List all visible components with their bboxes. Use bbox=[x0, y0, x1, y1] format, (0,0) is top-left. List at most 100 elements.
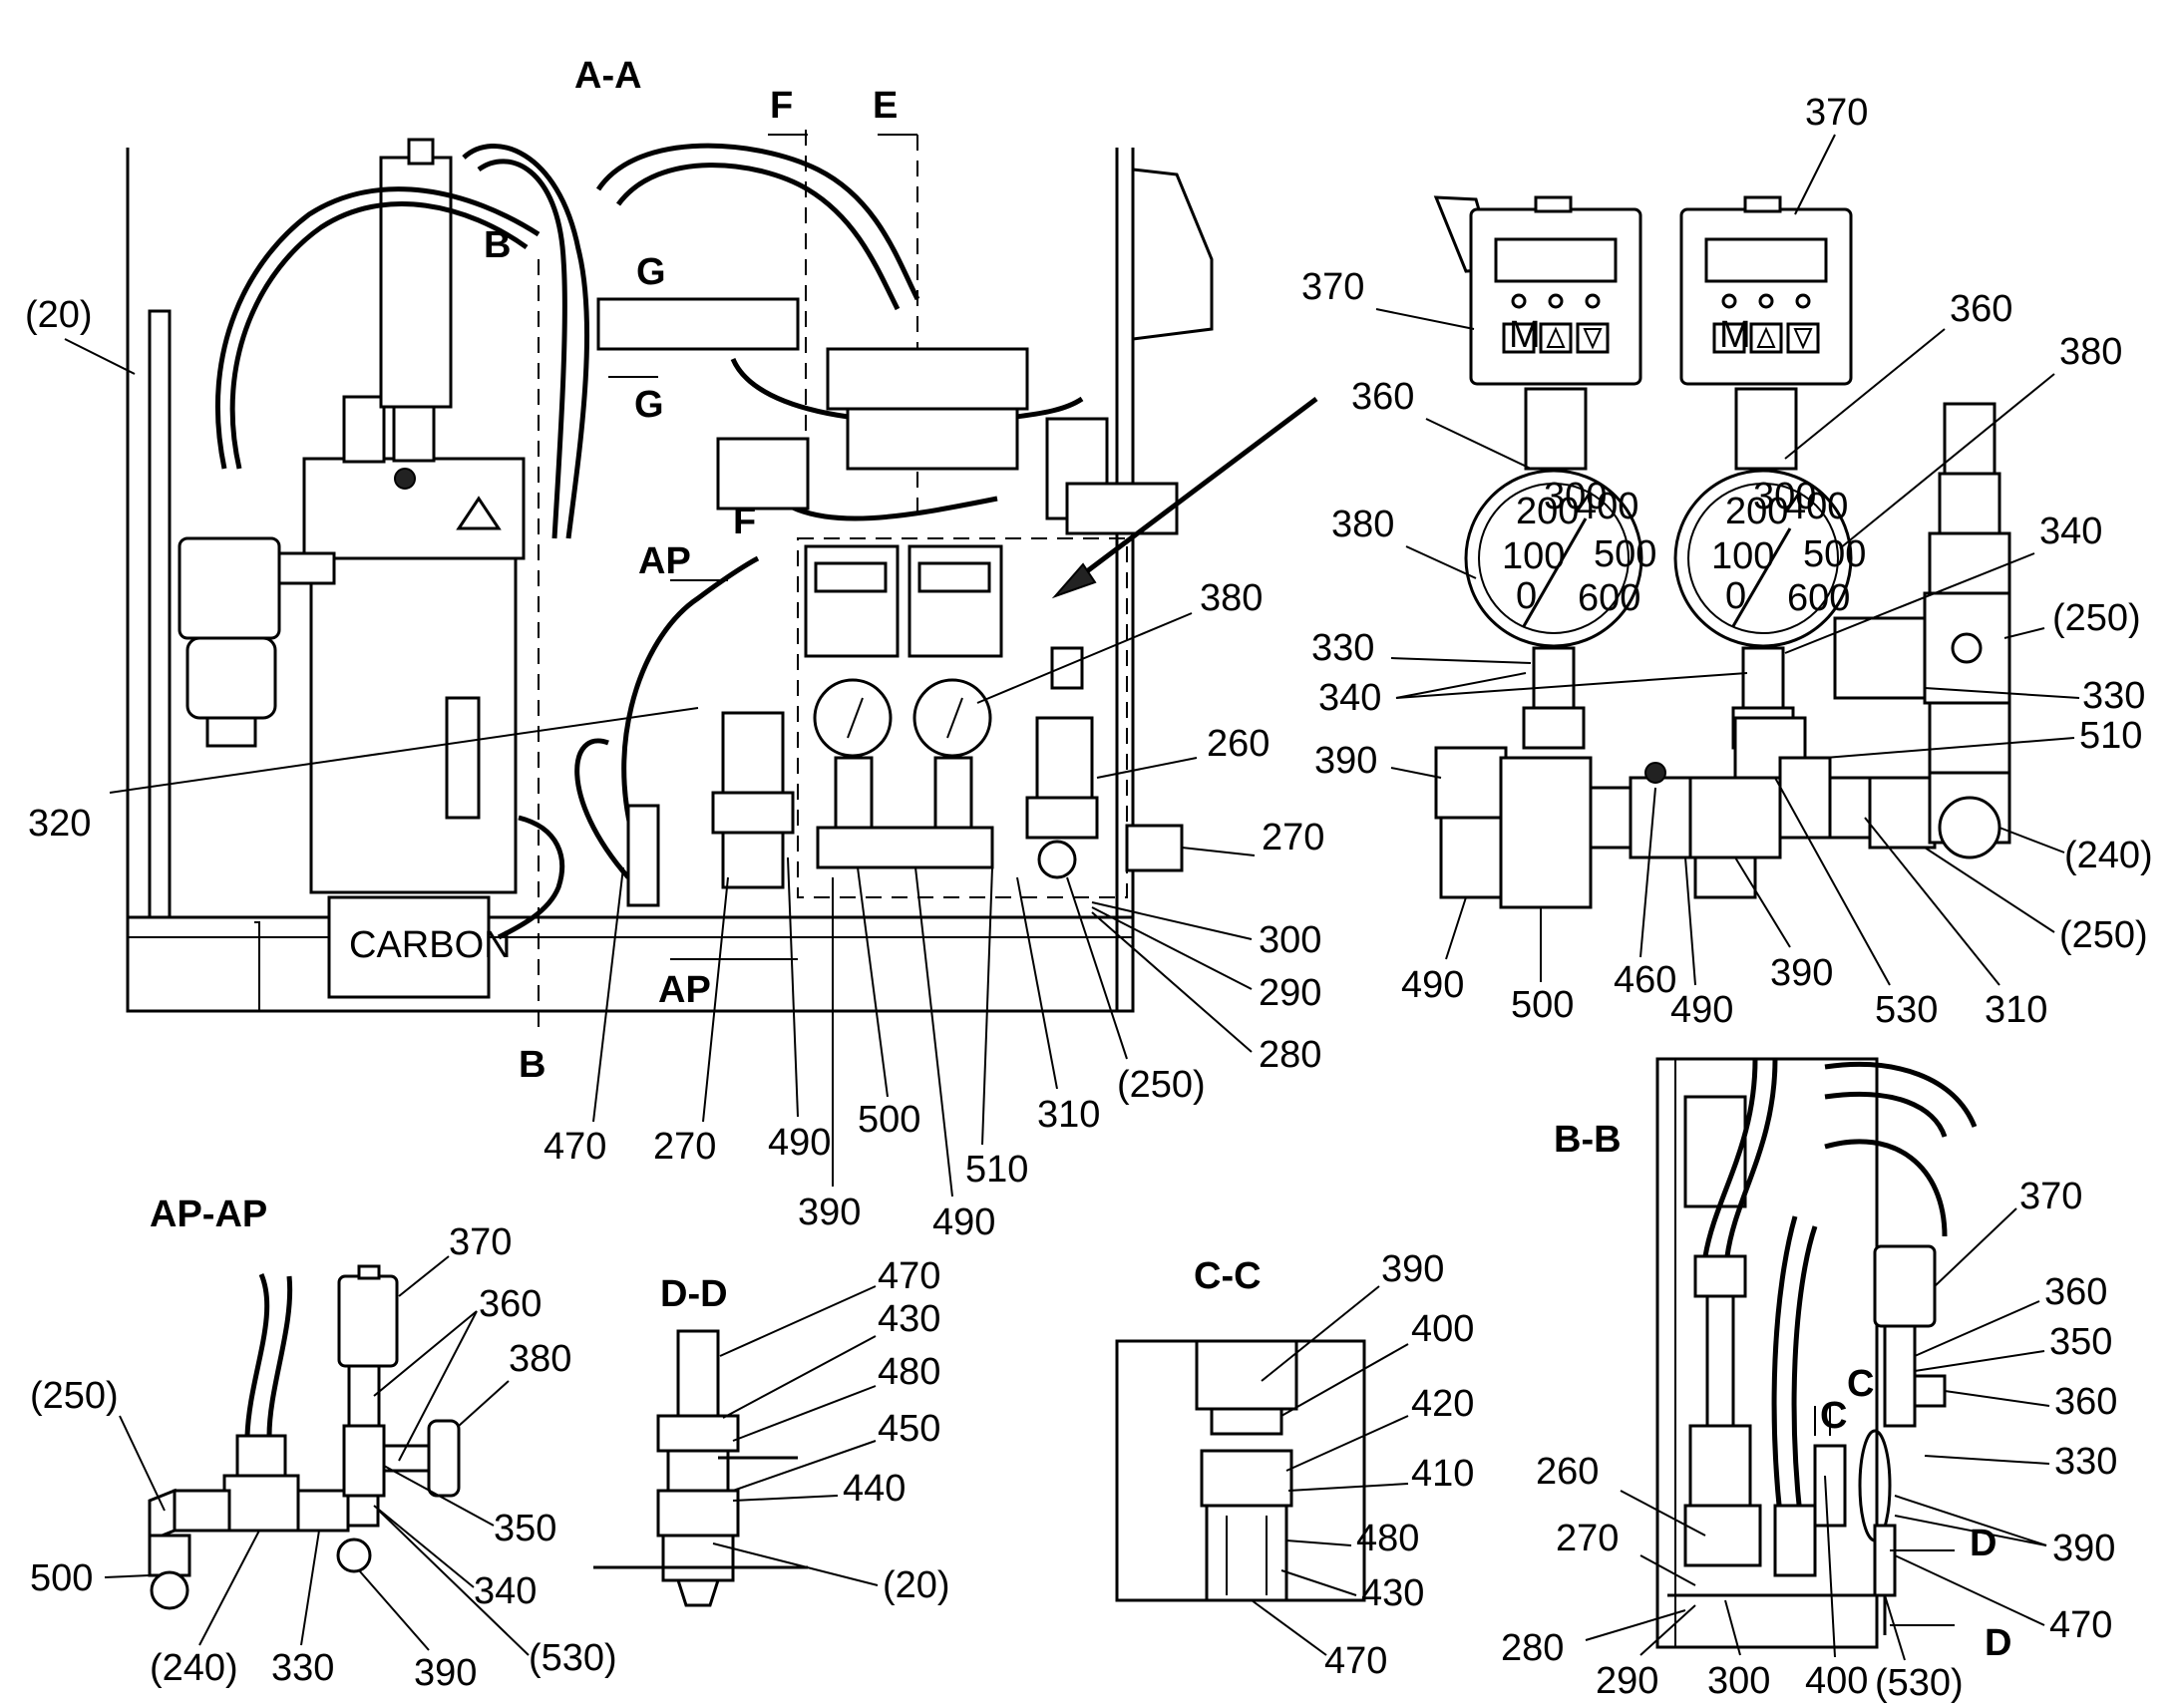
leader-370-top bbox=[1794, 134, 1836, 215]
cc-leader-420 bbox=[1285, 1415, 1409, 1472]
label-490-b: 490 bbox=[932, 1201, 995, 1243]
hose-left-upper-b bbox=[229, 201, 529, 470]
label-510: 510 bbox=[965, 1149, 1028, 1191]
bb-hose-top-b bbox=[1724, 1058, 1778, 1257]
warning-triangle-icon bbox=[456, 496, 502, 530]
tee-body bbox=[1499, 756, 1593, 909]
cc-label-430: 430 bbox=[1361, 1572, 1424, 1614]
fitting-left-body bbox=[1522, 706, 1586, 750]
section-mark-ap-bottom: AP bbox=[658, 969, 711, 1011]
arrow-up-icon bbox=[1546, 326, 1566, 348]
label-260: 260 bbox=[1207, 723, 1270, 765]
label-340-left: 340 bbox=[1318, 677, 1381, 719]
dd-leader-440 bbox=[732, 1495, 839, 1502]
bb-leader-290 bbox=[1639, 1604, 1696, 1656]
bb-leader-370 bbox=[1934, 1207, 2017, 1287]
leader-490-a bbox=[787, 856, 799, 1118]
ap-leader-330 bbox=[300, 1530, 320, 1646]
bb-leader-300 bbox=[1724, 1599, 1741, 1656]
ap-leader-360-a bbox=[373, 1310, 478, 1397]
leader-490-left bbox=[1445, 896, 1467, 960]
right-nut bbox=[1938, 472, 2001, 535]
pressure-plug-icon bbox=[1951, 632, 1983, 664]
section-mark-f-top: F bbox=[770, 85, 793, 127]
dd-label-470: 470 bbox=[878, 1255, 940, 1297]
gauge-right-ring bbox=[1687, 483, 1839, 634]
leader-390-bottom bbox=[1734, 856, 1791, 948]
hose-ap-b bbox=[266, 1275, 293, 1437]
dd-hose-end bbox=[676, 1329, 720, 1418]
label-510: 510 bbox=[2079, 715, 2142, 757]
label-370-left: 370 bbox=[1301, 266, 1364, 308]
gauge-right-tick-400: 400 bbox=[1785, 486, 1848, 527]
gauge-right-tick-600: 600 bbox=[1787, 577, 1850, 619]
leader-490-right bbox=[1684, 856, 1696, 986]
leader-250-top bbox=[2003, 627, 2045, 639]
left-tee-post bbox=[626, 804, 660, 907]
ap-coupler bbox=[346, 1494, 380, 1528]
hose-center-a bbox=[462, 143, 590, 539]
leader-370-left bbox=[1375, 308, 1475, 330]
outlet-coupler bbox=[1125, 824, 1184, 872]
view-b-b: B-B C C D D 370 360 350 36 bbox=[1501, 1057, 2117, 1704]
cc-label-400: 400 bbox=[1411, 1308, 1474, 1350]
bb-valve-body bbox=[1683, 1504, 1762, 1567]
meter-left-mode-key-label: M bbox=[1509, 314, 1541, 356]
ap-label-370: 370 bbox=[449, 1221, 512, 1263]
dd-label-20: (20) bbox=[883, 1564, 950, 1606]
right-elbow-nut bbox=[1833, 616, 1927, 700]
adapter-right bbox=[1734, 387, 1798, 471]
ap-label-530: (530) bbox=[529, 1637, 617, 1679]
ap-leader-530 bbox=[378, 1510, 530, 1656]
view-title-ap-ap: AP-AP bbox=[150, 1194, 267, 1235]
bb-leader-390-a bbox=[1894, 1495, 2047, 1546]
bb-hose-mid bbox=[1771, 1215, 1798, 1556]
gauge-left-ring bbox=[1478, 483, 1630, 634]
right-lower-nut bbox=[1928, 701, 2011, 775]
arrow-head-icon bbox=[1051, 562, 1097, 599]
gauge-right-tick-500: 500 bbox=[1803, 533, 1866, 575]
bb-fitting-top bbox=[1693, 1254, 1747, 1298]
gauge-left-tick-400: 400 bbox=[1576, 486, 1638, 527]
label-380-right: 380 bbox=[2059, 331, 2122, 373]
gauge-left-tick-500: 500 bbox=[1594, 533, 1656, 575]
leader-330-left bbox=[1390, 657, 1532, 664]
fitting-left-nut bbox=[1532, 646, 1576, 710]
leader-470 bbox=[592, 866, 624, 1123]
view-a-a: A-A CARBON bbox=[25, 55, 1324, 1243]
dd-label-450: 450 bbox=[878, 1408, 940, 1450]
cc-leader-470 bbox=[1251, 1599, 1327, 1656]
bb-label-470: 470 bbox=[2049, 1604, 2112, 1646]
dd-tip bbox=[675, 1578, 721, 1607]
hose-center-b bbox=[477, 159, 567, 539]
meter-right-led-3 bbox=[1795, 293, 1811, 309]
bb-base bbox=[1667, 1593, 1887, 1635]
meter-left-led-1 bbox=[1511, 293, 1527, 309]
leader-340-right bbox=[1784, 552, 2035, 654]
cc-leader-390 bbox=[1261, 1285, 1380, 1382]
regulator-top bbox=[716, 437, 810, 511]
label-310: 310 bbox=[1985, 989, 2047, 1031]
ap-leader-370 bbox=[398, 1255, 450, 1297]
bb-label-370: 370 bbox=[2019, 1176, 2082, 1217]
leader-500 bbox=[857, 866, 889, 1098]
section-mark-b-top: B bbox=[484, 224, 511, 266]
gauge-port-icon bbox=[394, 468, 416, 490]
label-310: 310 bbox=[1037, 1094, 1100, 1136]
bb-label-330: 330 bbox=[2054, 1441, 2117, 1483]
solenoid-right-port bbox=[1037, 840, 1077, 879]
ap-gauge bbox=[427, 1419, 461, 1498]
cc-label-410: 410 bbox=[1411, 1453, 1474, 1495]
ap-leader-340 bbox=[373, 1505, 475, 1588]
label-470: 470 bbox=[544, 1126, 606, 1168]
label-530: 530 bbox=[1875, 989, 1938, 1031]
gauge-right bbox=[1673, 469, 1853, 648]
leader-510 bbox=[1824, 737, 2075, 759]
ap-label-330: 330 bbox=[271, 1647, 334, 1689]
bb-label-360-top: 360 bbox=[2044, 1271, 2107, 1313]
solenoid-right-coil bbox=[1035, 716, 1094, 800]
solenoid-left-base bbox=[721, 831, 785, 889]
dd-leader-450 bbox=[732, 1440, 877, 1492]
label-250-bottom: (250) bbox=[2059, 914, 2148, 956]
nipple-a bbox=[1589, 786, 1633, 850]
